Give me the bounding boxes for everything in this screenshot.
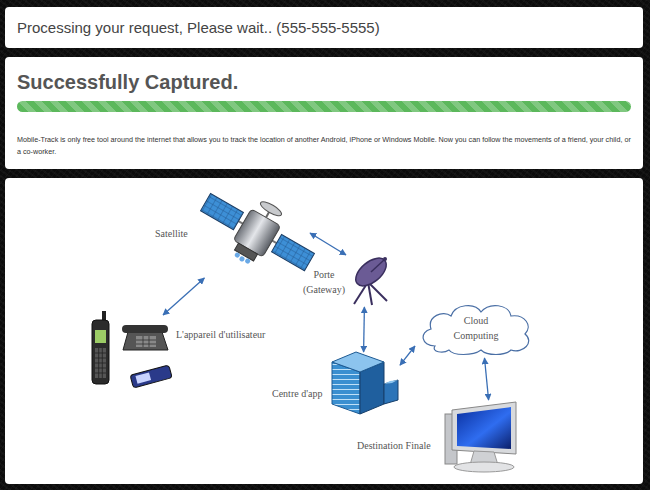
node-label: Destination Finale xyxy=(357,438,431,453)
node-label: L'appareil d'utilisateur xyxy=(176,327,265,342)
link-arrow xyxy=(485,358,489,400)
building-icon xyxy=(332,352,398,414)
cloud-node: Cloud Computing xyxy=(415,298,537,358)
node-label: Centre d'app xyxy=(272,386,322,401)
destination-node: Destination Finale xyxy=(355,400,522,473)
link-arrow xyxy=(363,307,365,352)
node-label: Satellite xyxy=(155,226,188,241)
status-text: Processing your request, Please wait.. (… xyxy=(17,18,631,37)
app-centre-node: Centre d'app xyxy=(270,352,400,418)
link-arrow xyxy=(400,346,415,365)
cloud-outline xyxy=(415,298,537,358)
user-device-node: L'appareil d'utilisateur xyxy=(86,315,300,391)
result-heading: Successfully Captured. xyxy=(17,69,631,95)
node-label: Porte (Gateway) xyxy=(300,267,348,297)
gateway-node: Porte (Gateway) xyxy=(300,255,392,307)
dish-icon xyxy=(351,253,391,305)
link-arrow xyxy=(163,278,204,315)
cloud-label: Cloud Computing xyxy=(445,313,507,343)
phone-icons xyxy=(92,311,172,388)
satellite-icon xyxy=(189,175,325,291)
link-arrow xyxy=(310,233,346,255)
satellite-node: Satellite xyxy=(150,188,310,278)
status-panel: Processing your request, Please wait.. (… xyxy=(5,7,643,48)
progress-bar xyxy=(17,101,631,112)
computer-icon xyxy=(445,402,516,472)
result-panel: Successfully Captured. Mobile-Track is on… xyxy=(5,57,643,169)
description-text: Mobile-Track is only free tool around th… xyxy=(17,134,631,158)
